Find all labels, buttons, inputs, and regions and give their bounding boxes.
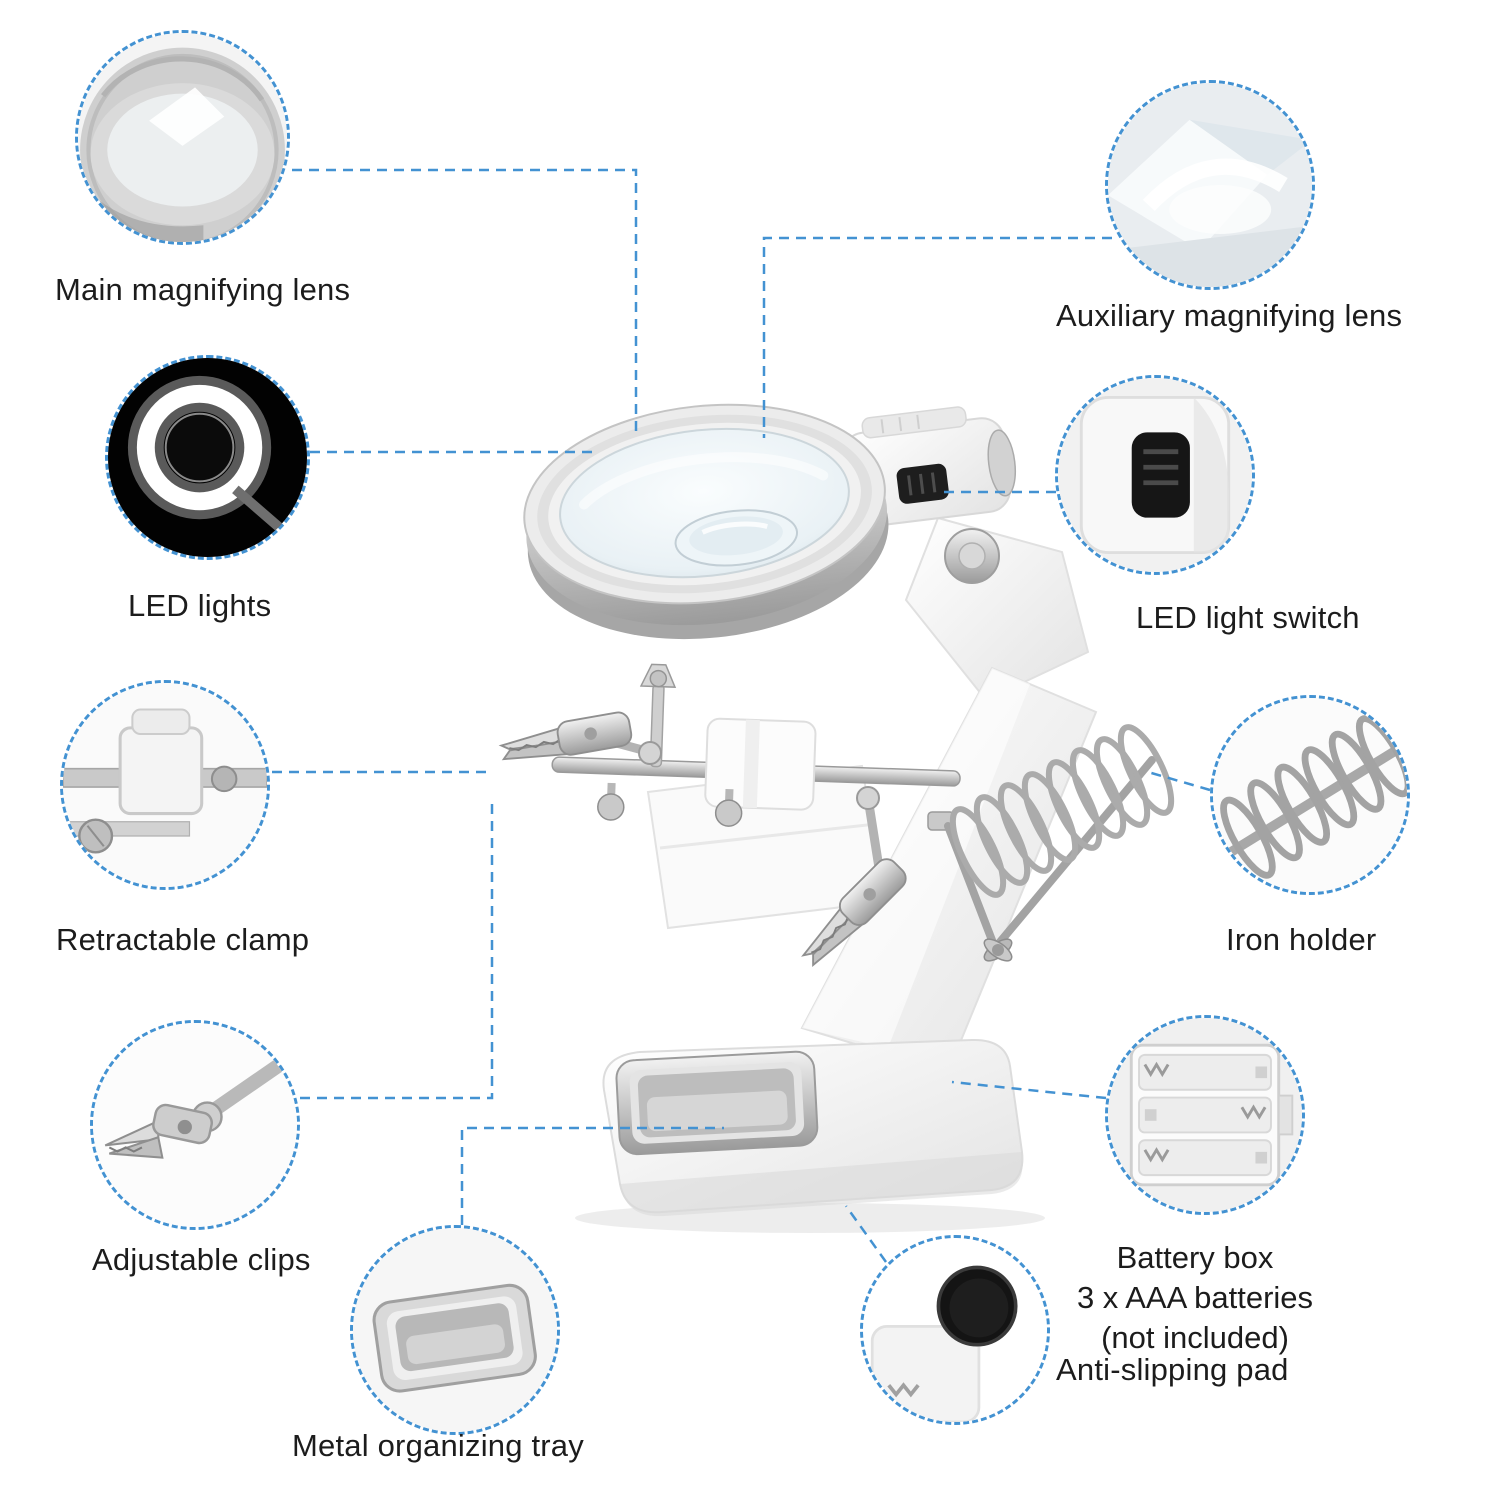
product-aux-lens [674, 509, 799, 567]
label-battery-box: Battery box 3 x AAA batteries (not inclu… [1005, 1238, 1385, 1358]
callout-led-lights [105, 355, 310, 560]
callout-retractable-clamp [60, 680, 270, 890]
leader-antislip [844, 1205, 888, 1263]
lens-facets-image [1108, 83, 1312, 287]
led-ring-image [108, 358, 307, 557]
label-adjustable-clips: Adjustable clips [92, 1242, 311, 1277]
callout-aux-lens [1105, 80, 1315, 290]
leader-adjustable [300, 800, 494, 1100]
spring-coil [949, 724, 1175, 898]
label-aux-lens: Auxiliary magnifying lens [1056, 298, 1403, 333]
callout-led-switch [1055, 375, 1255, 575]
leader-aux-lens [762, 236, 1112, 438]
leader-battery [951, 1080, 1107, 1100]
product-crossbar [551, 663, 961, 827]
label-led-lights: LED lights [128, 588, 272, 623]
product-led-switch [896, 463, 949, 504]
callout-anti-slip-pad [860, 1235, 1050, 1425]
spring-coil-image [1213, 698, 1407, 892]
wing-nut [983, 938, 1013, 962]
leader-iron [1147, 770, 1211, 792]
thumbscrew [597, 793, 625, 821]
callout-battery-box [1105, 1015, 1305, 1215]
product-metal-tray [615, 1050, 819, 1156]
callout-main-lens [75, 30, 290, 245]
label-retractable-clamp: Retractable clamp [56, 922, 310, 957]
rubber-pad-image [863, 1238, 1047, 1422]
product-main-lens [523, 403, 889, 640]
callout-iron-holder [1210, 695, 1410, 895]
label-battery-box-line3: (not included) [1101, 1320, 1289, 1355]
product-iron-holder [927, 724, 1175, 962]
callout-metal-tray [350, 1225, 560, 1435]
label-led-switch: LED light switch [1136, 600, 1360, 635]
black-switch-image [1058, 378, 1252, 572]
clamp-closeup-image [63, 683, 267, 887]
product-left-clip-arm [498, 709, 662, 768]
thumbscrew [714, 799, 743, 827]
leader-main-lens [292, 168, 638, 438]
metal-tray-image [353, 1228, 557, 1432]
product-stand-body [800, 516, 1098, 1074]
product-down-clip-arm [793, 786, 912, 972]
label-battery-box-line1: Battery box [1116, 1240, 1274, 1275]
label-metal-tray: Metal organizing tray [292, 1428, 584, 1463]
label-battery-box-line2: 3 x AAA batteries [1076, 1280, 1314, 1315]
alligator-clip-image [93, 1023, 297, 1227]
label-iron-holder: Iron holder [1226, 922, 1377, 957]
battery-compartment-image [1108, 1018, 1302, 1212]
label-anti-slip-pad: Anti-slipping pad [1056, 1352, 1289, 1387]
callout-adjustable-clips [90, 1020, 300, 1230]
center-clamp-block [704, 717, 817, 811]
label-main-lens: Main magnifying lens [55, 272, 351, 307]
lens-closeup-image [78, 33, 287, 242]
